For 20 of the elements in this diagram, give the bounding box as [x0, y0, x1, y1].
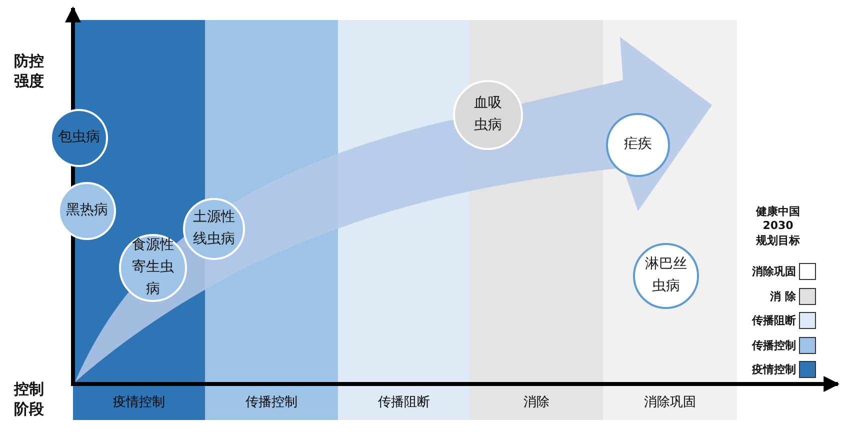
- stage-label: 传播控制: [246, 394, 298, 411]
- stage-label: 消除巩固: [644, 394, 696, 411]
- disease-name: 包虫病: [57, 128, 101, 148]
- legend-label: 疫情控制: [750, 362, 796, 377]
- stage-label: 消除: [524, 394, 550, 411]
- disease-name: 食源性寄生虫病: [131, 236, 175, 299]
- axis-title: 防控强度: [14, 52, 44, 91]
- disease-name: 黑热病: [65, 201, 109, 220]
- legend-label: 传播阻断: [750, 313, 796, 328]
- legend-label: 传播控制: [750, 338, 796, 352]
- disease-name: 土源性线虫病: [192, 208, 236, 249]
- stage-label: 传播阻断: [378, 394, 430, 411]
- stage-label: 疫情控制: [113, 394, 165, 411]
- disease-name: 疟疾: [623, 135, 653, 154]
- legend-label: 消 除: [769, 288, 796, 304]
- disease-name: 淋巴丝虫病: [644, 255, 688, 296]
- legend-label: 消除巩固: [751, 264, 796, 279]
- legend-title: 健康中国 2030 规划目标: [754, 205, 801, 248]
- disease-name: 血吸虫病: [473, 94, 503, 135]
- axis-title: 控制阶段: [14, 380, 44, 419]
